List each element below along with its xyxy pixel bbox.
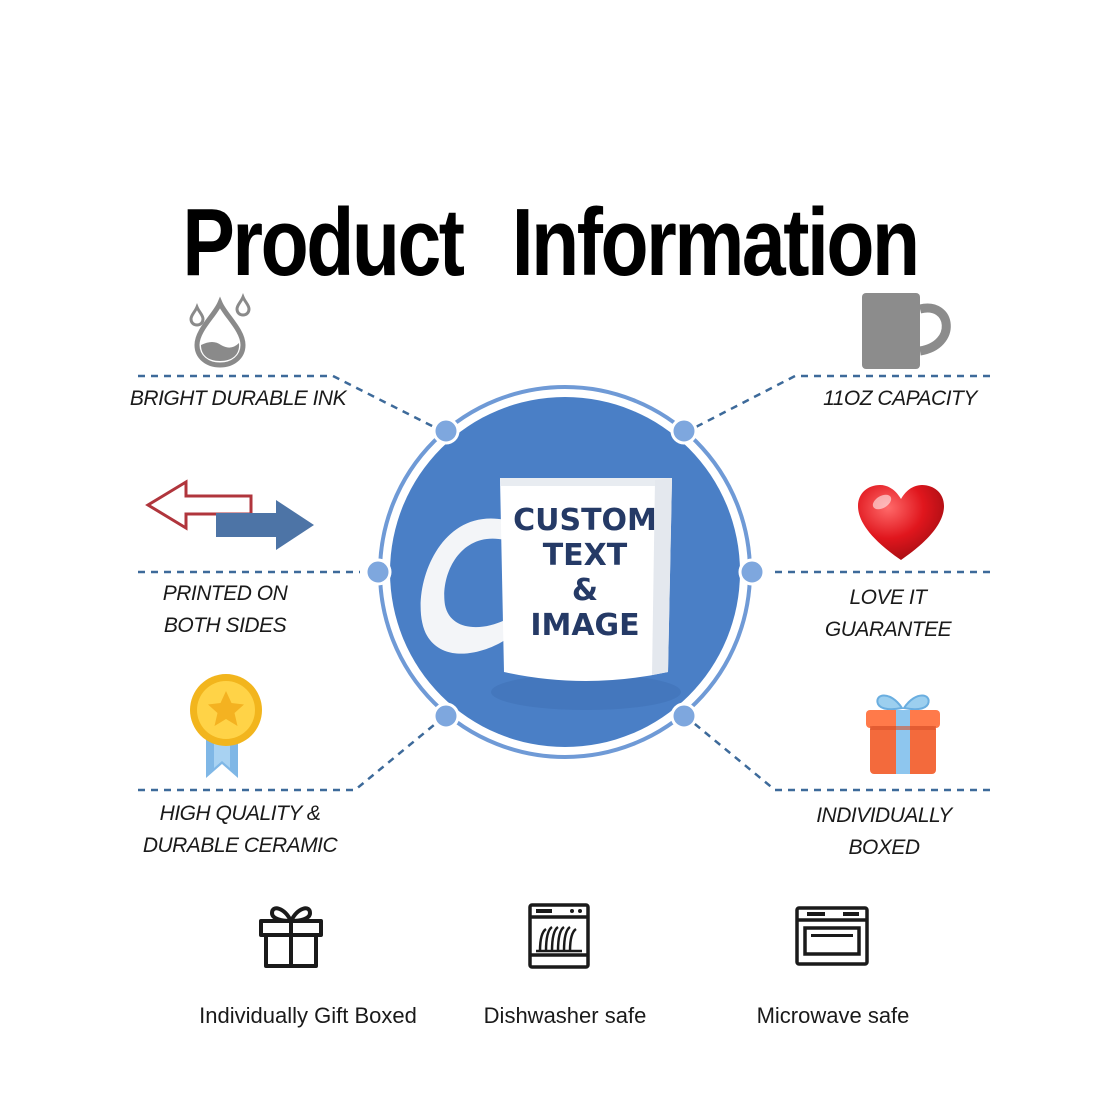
dot-quality: [432, 702, 460, 730]
dot-capacity: [670, 417, 698, 445]
mug-text-line: IMAGE: [530, 608, 640, 643]
gift-box-icon: [866, 694, 940, 774]
mug-icon: [862, 293, 951, 369]
heart-icon: [858, 485, 944, 560]
award-medal-icon: [190, 674, 262, 778]
mug-text-line: &: [571, 573, 599, 608]
mug-image: [420, 478, 681, 710]
gift-outline-icon: [259, 906, 323, 968]
feature-label-line: BRIGHT DURABLE INK: [129, 387, 347, 410]
page-title: Product Information: [99, 188, 1001, 298]
dot-ink: [432, 417, 460, 445]
microwave-icon: [795, 906, 869, 966]
double-arrow-icon: [145, 479, 314, 550]
feature-ink-label: BRIGHT DURABLE INK: [118, 383, 358, 415]
mug-text-line: CUSTOM: [513, 503, 657, 538]
connector-capacity: [689, 374, 990, 432]
mug-text-line: TEXT: [542, 538, 628, 573]
feature-label-line: LOVE IT: [849, 586, 927, 609]
water-drop-icon: [189, 292, 251, 368]
feature-label-line: INDIVIDUALLY: [816, 804, 952, 827]
feature-capacity-label: 11OZ CAPACITY: [800, 383, 1000, 415]
title-word-information: Information: [511, 189, 920, 296]
feature-love-label: LOVE IT GUARANTEE: [788, 582, 988, 646]
feature-boxed-label: INDIVIDUALLY BOXED: [784, 800, 984, 864]
feature-label-line: BOTH SIDES: [163, 614, 287, 637]
feature-label-line: BOXED: [848, 836, 920, 859]
connector-quality: [138, 719, 441, 792]
dishwasher-safe-label: Dishwasher safe: [483, 1003, 647, 1028]
connector-ink: [138, 374, 441, 432]
dot-boxed: [670, 702, 698, 730]
feature-label-line: 11OZ CAPACITY: [823, 387, 977, 410]
title-word-product: Product: [182, 189, 465, 296]
dot-sides: [364, 558, 392, 586]
feature-label-line: PRINTED ON: [162, 582, 288, 605]
mug-print-text: CUSTOM TEXT & IMAGE: [500, 503, 670, 643]
connector-boxed: [689, 719, 990, 792]
gift-boxed-label: Individually Gift Boxed: [199, 1003, 417, 1028]
feature-label-line: HIGH QUALITY &: [159, 802, 321, 825]
feature-label-line: DURABLE CERAMIC: [142, 834, 338, 857]
feature-label-line: GUARANTEE: [824, 618, 952, 641]
dishwasher-icon: [528, 903, 590, 969]
dot-love: [738, 558, 766, 586]
feature-quality-label: HIGH QUALITY & DURABLE CERAMIC: [130, 798, 350, 862]
microwave-safe-label: Microwave safe: [756, 1003, 910, 1028]
feature-sides-label: PRINTED ON BOTH SIDES: [120, 578, 330, 642]
